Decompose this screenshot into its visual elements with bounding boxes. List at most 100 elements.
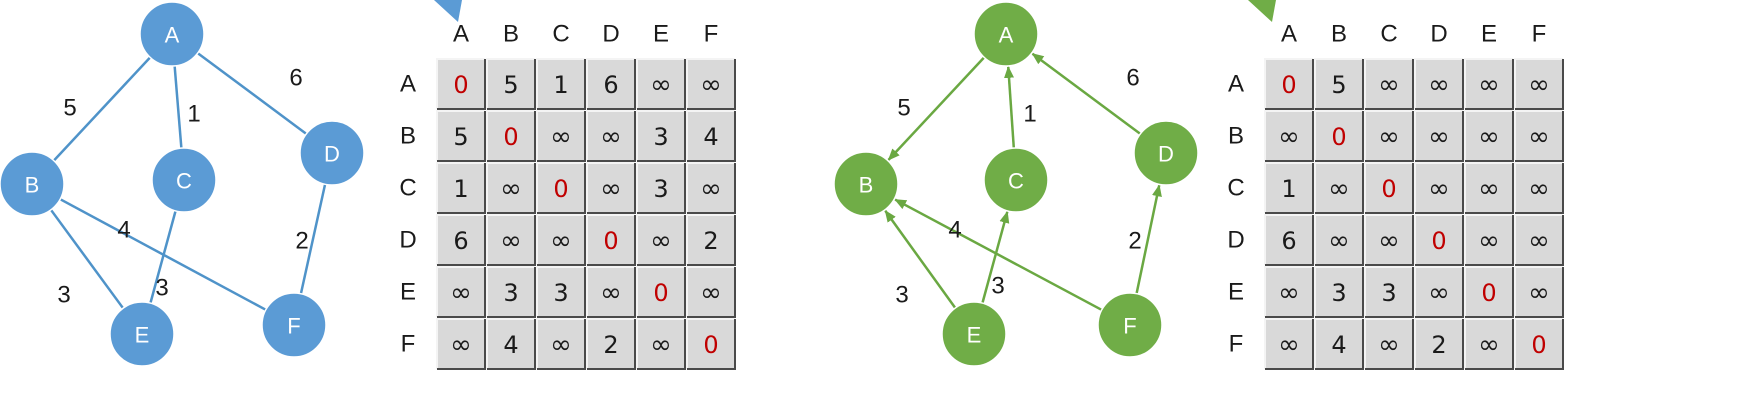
undirected-matrix-cell-shadow xyxy=(437,163,486,214)
undirected-matrix-cell-shadow xyxy=(537,215,586,266)
directed-matrix-cell-shadow xyxy=(1315,59,1364,110)
arrow-pointer-right-icon xyxy=(1248,0,1276,22)
undirected-node-a xyxy=(139,1,205,67)
directed-matrix-cell xyxy=(1365,215,1413,265)
directed-matrix-cell-value: 4 xyxy=(1331,331,1346,359)
directed-matrix-cell-shadow xyxy=(1365,215,1414,266)
directed-matrix-cell-shadow xyxy=(1515,215,1564,266)
directed-node-label-d: D xyxy=(1158,142,1174,167)
undirected-edge-weight-a-b: 5 xyxy=(63,95,76,122)
directed-matrix-cell-highlight xyxy=(1364,58,1413,109)
directed-matrix-cell xyxy=(1465,319,1513,369)
directed-edge-weight-c-a: 1 xyxy=(1023,101,1036,128)
undirected-matrix-cell-highlight xyxy=(686,162,735,213)
undirected-matrix-cell xyxy=(637,215,685,265)
directed-matrix-cell xyxy=(1315,111,1363,161)
undirected-matrix-cell-value: ∞ xyxy=(500,226,522,256)
directed-matrix-cell xyxy=(1315,215,1363,265)
undirected-matrix-row-header-e: E xyxy=(400,279,416,306)
undirected-node-label-d: D xyxy=(324,142,340,167)
directed-matrix-cell xyxy=(1265,319,1313,369)
arrow-pointer-left-icon xyxy=(434,0,462,22)
undirected-matrix-cell-shadow xyxy=(687,59,736,110)
undirected-matrix-cell-highlight xyxy=(686,266,735,317)
undirected-matrix-cell xyxy=(587,267,635,317)
undirected-matrix-cell-highlight xyxy=(536,266,585,317)
directed-matrix-cell-highlight xyxy=(1264,162,1313,213)
directed-matrix-cell-shadow xyxy=(1465,59,1514,110)
undirected-matrix-cell xyxy=(437,111,485,161)
undirected-edge-d-f xyxy=(299,183,327,295)
undirected-matrix-cell-shadow xyxy=(437,215,486,266)
directed-matrix-cell-shadow xyxy=(1465,319,1514,370)
undirected-matrix-cell xyxy=(587,319,635,369)
undirected-matrix-cell-highlight xyxy=(486,266,535,317)
undirected-matrix-cell-shadow xyxy=(687,163,736,214)
undirected-matrix-cell-value: ∞ xyxy=(500,174,522,204)
undirected-matrix-cell xyxy=(487,319,535,369)
undirected-matrix-cell xyxy=(437,215,485,265)
directed-matrix-cell-shadow xyxy=(1365,59,1414,110)
undirected-matrix-cell-shadow xyxy=(637,267,686,318)
undirected-matrix-cell xyxy=(537,319,585,369)
undirected-matrix-cell xyxy=(437,163,485,213)
undirected-node-b xyxy=(0,151,65,217)
directed-matrix-cell xyxy=(1515,319,1563,369)
directed-matrix-cell-highlight xyxy=(1264,318,1313,369)
directed-matrix-cell-shadow xyxy=(1365,267,1414,318)
directed-matrix-cell-shadow xyxy=(1365,111,1414,162)
undirected-matrix-cell-value: 3 xyxy=(653,175,668,203)
directed-matrix-cell-value: 3 xyxy=(1381,279,1396,307)
directed-matrix-cell-highlight xyxy=(1414,214,1463,265)
undirected-matrix-cell-highlight xyxy=(636,214,685,265)
directed-matrix-cell xyxy=(1365,59,1413,109)
undirected-edge-weight-b-e: 3 xyxy=(57,282,70,309)
directed-matrix-cell-value: ∞ xyxy=(1428,70,1450,100)
undirected-matrix-cell xyxy=(437,319,485,369)
directed-matrix-cell-highlight xyxy=(1314,318,1363,369)
directed-matrix-cell-shadow xyxy=(1415,215,1464,266)
undirected-matrix-cell xyxy=(687,59,735,109)
undirected-matrix-cell-highlight xyxy=(536,214,585,265)
undirected-matrix-cell xyxy=(537,267,585,317)
directed-matrix-cell-highlight xyxy=(1514,318,1563,369)
undirected-matrix-cell-value: ∞ xyxy=(450,330,472,360)
directed-matrix-cell-shadow xyxy=(1415,111,1464,162)
directed-matrix-col-header-e: E xyxy=(1481,21,1497,48)
undirected-matrix-cell xyxy=(687,267,735,317)
directed-matrix-cell xyxy=(1515,163,1563,213)
undirected-matrix-cell-shadow xyxy=(687,111,736,162)
undirected-matrix-cell-shadow xyxy=(487,319,536,370)
undirected-matrix-cell xyxy=(437,59,485,109)
undirected-matrix-cell-highlight xyxy=(636,110,685,161)
undirected-matrix-cell-shadow xyxy=(587,111,636,162)
undirected-matrix-cell-shadow xyxy=(687,215,736,266)
undirected-matrix-cell-shadow xyxy=(537,111,586,162)
undirected-matrix-cell-highlight xyxy=(636,58,685,109)
undirected-matrix-cell-shadow xyxy=(687,319,736,370)
directed-matrix-cell-highlight xyxy=(1364,110,1413,161)
undirected-matrix-row-header-f: F xyxy=(401,331,416,358)
undirected-matrix-cell-value: 4 xyxy=(503,331,518,359)
undirected-matrix-cell-shadow xyxy=(587,215,636,266)
directed-matrix-cell-highlight xyxy=(1414,110,1463,161)
directed-matrix-cell-value: ∞ xyxy=(1328,226,1350,256)
directed-matrix-cell-value: 0 xyxy=(1331,123,1346,151)
directed-edge-weight-f-d: 2 xyxy=(1128,228,1141,255)
directed-matrix-cell-shadow xyxy=(1465,267,1514,318)
undirected-matrix-cell xyxy=(487,215,535,265)
undirected-matrix-cell-highlight xyxy=(686,110,735,161)
undirected-matrix-cell xyxy=(537,59,585,109)
undirected-matrix-cell-highlight xyxy=(436,318,485,369)
directed-edge-f-d xyxy=(1135,184,1162,294)
directed-matrix-cell xyxy=(1365,319,1413,369)
directed-matrix-cell-highlight xyxy=(1314,110,1363,161)
directed-matrix-col-header-b: B xyxy=(1331,21,1347,48)
directed-matrix-cell-shadow xyxy=(1315,163,1364,214)
directed-edge-weight-a-b: 5 xyxy=(897,95,910,122)
directed-matrix-cell-value: 0 xyxy=(1281,71,1296,99)
undirected-matrix-cell-highlight xyxy=(636,266,685,317)
directed-matrix-cell xyxy=(1465,111,1513,161)
undirected-matrix-cell-value: 1 xyxy=(553,71,568,99)
directed-node-label-f: F xyxy=(1123,314,1136,339)
